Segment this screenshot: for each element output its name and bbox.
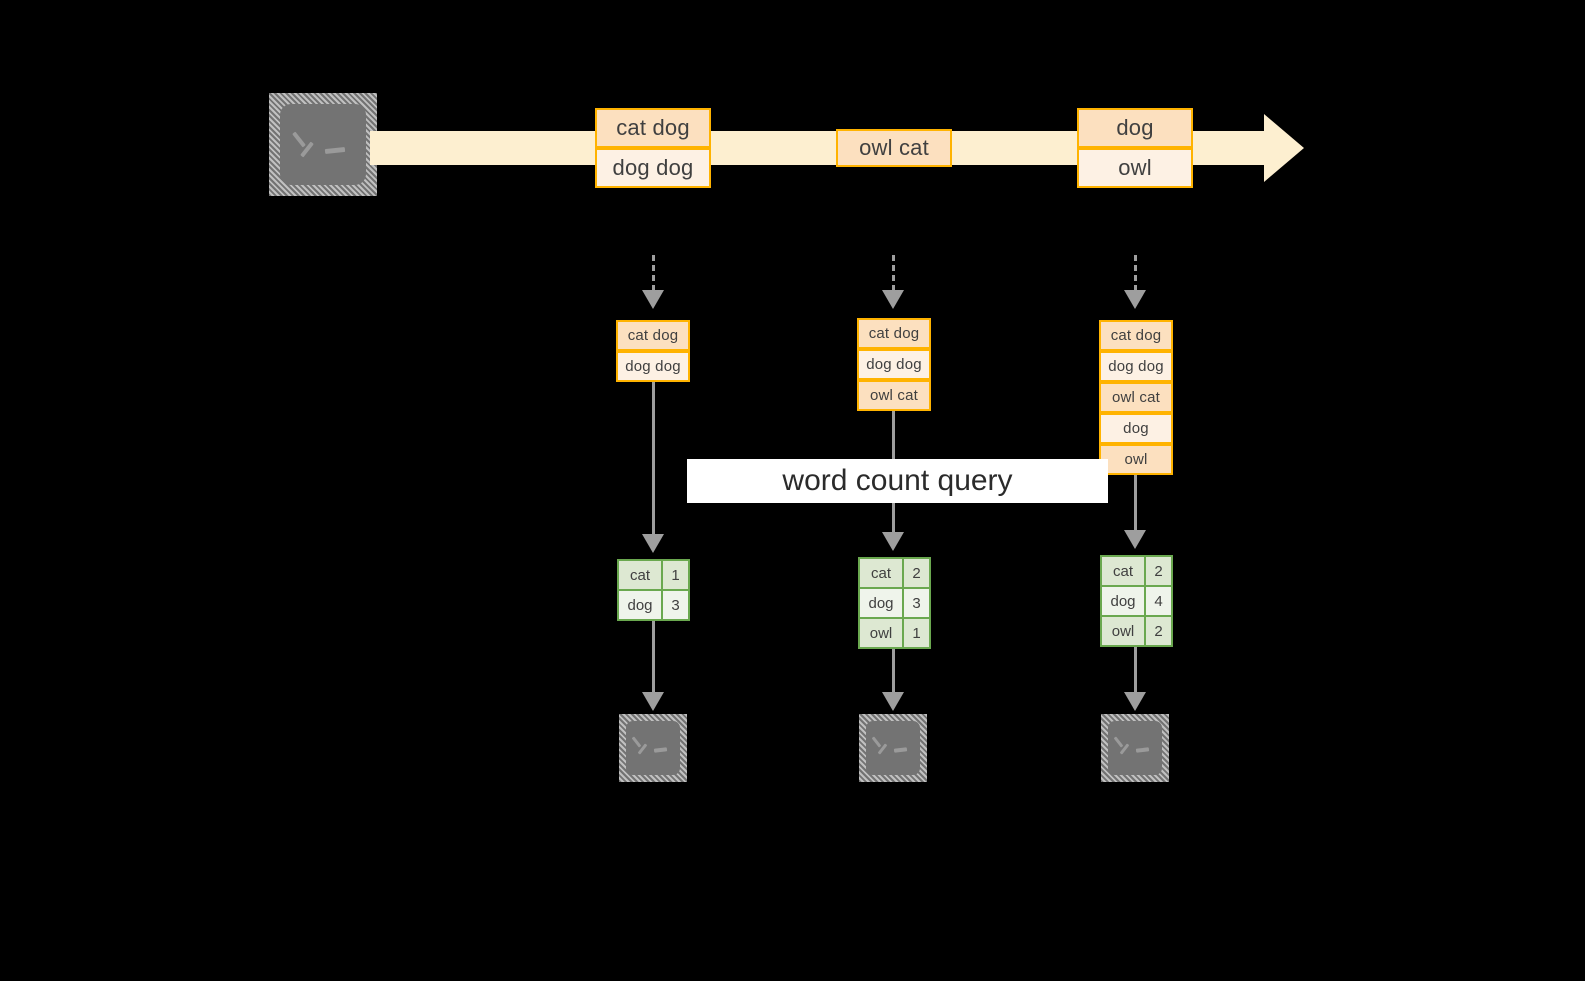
snapshot-2-input-event: cat dog bbox=[857, 318, 931, 349]
snapshot-1-query-arrowhead-icon bbox=[642, 534, 664, 553]
stream-event: dog bbox=[1077, 108, 1193, 148]
stream-event: dog dog bbox=[595, 148, 711, 188]
snapshot-2-result-table: cat 2 dog 3 owl 1 bbox=[858, 557, 931, 649]
snapshot-3-sink-connector bbox=[1134, 647, 1137, 693]
snapshot-3-result-table: cat 2 dog 4 owl 2 bbox=[1100, 555, 1173, 647]
terminal-prompt-underscore-icon bbox=[893, 747, 908, 753]
terminal-prompt-underscore-icon bbox=[653, 747, 668, 753]
stream-event-label: dog bbox=[1116, 115, 1154, 140]
result-word: dog bbox=[1102, 587, 1146, 615]
snapshot-2-sink-arrowhead-icon bbox=[882, 692, 904, 711]
snapshot-3-input-event-label: dog dog bbox=[1108, 358, 1164, 375]
query-label: word count query bbox=[782, 464, 1013, 497]
snapshot-3-input-event: owl bbox=[1099, 444, 1173, 475]
terminal-prompt-underscore-icon bbox=[324, 146, 346, 155]
table-row: owl 2 bbox=[1102, 617, 1171, 645]
snapshot-1-input-event-label: cat dog bbox=[627, 327, 679, 344]
stream-event: owl bbox=[1077, 148, 1193, 188]
stream-event-label: owl bbox=[1118, 155, 1152, 180]
result-count: 4 bbox=[1146, 587, 1171, 615]
table-row: dog 4 bbox=[1102, 587, 1171, 617]
result-word: dog bbox=[619, 591, 663, 619]
snapshot-2-query-arrowhead-icon bbox=[882, 532, 904, 551]
stream-event: cat dog bbox=[595, 108, 711, 148]
snapshot-1-sink-connector bbox=[652, 621, 655, 693]
result-word: cat bbox=[860, 559, 904, 587]
snapshot-3-query-arrowhead-icon bbox=[1124, 530, 1146, 549]
result-count: 1 bbox=[904, 619, 929, 647]
snapshot-1-sink-arrowhead-icon bbox=[642, 692, 664, 711]
result-word: cat bbox=[619, 561, 663, 589]
snapshot-2-sink-terminal-icon bbox=[859, 714, 927, 782]
terminal-prompt-chevron-icon bbox=[631, 734, 651, 756]
snapshot-1-query-connector bbox=[652, 382, 655, 535]
stream-event: owl cat bbox=[836, 129, 952, 167]
snapshot-3-input-event: owl cat bbox=[1099, 382, 1173, 413]
table-row: cat 1 bbox=[619, 561, 688, 591]
result-word: owl bbox=[1102, 617, 1146, 645]
snapshot-3-input-event-label: dog bbox=[1123, 420, 1149, 437]
snapshot-1-result-table: cat 1 dog 3 bbox=[617, 559, 690, 621]
result-word: dog bbox=[860, 589, 904, 617]
stream-event-label: dog dog bbox=[612, 155, 694, 180]
table-row: owl 1 bbox=[860, 619, 929, 647]
snapshot-1-input-event-label: dog dog bbox=[625, 358, 681, 375]
snapshot-3-input-event-label: owl cat bbox=[1111, 389, 1161, 406]
table-row: cat 2 bbox=[860, 559, 929, 589]
snapshot-1-input-event: cat dog bbox=[616, 320, 690, 351]
snapshot-3-trigger-arrowhead-icon bbox=[1124, 290, 1146, 309]
snapshot-2-trigger-connector bbox=[892, 255, 895, 291]
snapshot-3-input-event-label: cat dog bbox=[1110, 327, 1162, 344]
snapshot-3-input-event: cat dog bbox=[1099, 320, 1173, 351]
snapshot-3-input-event: dog dog bbox=[1099, 351, 1173, 382]
table-row: cat 2 bbox=[1102, 557, 1171, 587]
query-label-band: word count query bbox=[687, 459, 1108, 503]
terminal-prompt-chevron-icon bbox=[871, 734, 891, 756]
snapshot-1-trigger-arrowhead-icon bbox=[642, 290, 664, 309]
snapshot-3-trigger-connector bbox=[1134, 255, 1137, 291]
snapshot-2-input-event-label: owl cat bbox=[869, 387, 919, 404]
snapshot-1-trigger-connector bbox=[652, 255, 655, 291]
snapshot-2-input-event-label: cat dog bbox=[868, 325, 920, 342]
result-count: 1 bbox=[663, 561, 688, 589]
snapshot-2-trigger-arrowhead-icon bbox=[882, 290, 904, 309]
stream-arrow-head-icon bbox=[1264, 114, 1304, 182]
snapshot-3-query-connector bbox=[1134, 475, 1137, 531]
source-terminal-icon bbox=[269, 93, 377, 196]
stream-event-label: cat dog bbox=[616, 115, 690, 140]
snapshot-2-input-event-label: dog dog bbox=[866, 356, 922, 373]
result-count: 3 bbox=[663, 591, 688, 619]
result-count: 2 bbox=[1146, 557, 1171, 585]
terminal-prompt-chevron-icon bbox=[1113, 734, 1133, 756]
snapshot-3-input-event-label: owl bbox=[1124, 451, 1148, 468]
table-row: dog 3 bbox=[619, 591, 688, 619]
snapshot-3-sink-arrowhead-icon bbox=[1124, 692, 1146, 711]
result-word: owl bbox=[860, 619, 904, 647]
result-count: 3 bbox=[904, 589, 929, 617]
table-row: dog 3 bbox=[860, 589, 929, 619]
result-count: 2 bbox=[1146, 617, 1171, 645]
terminal-prompt-chevron-icon bbox=[292, 127, 319, 158]
snapshot-1-input-event: dog dog bbox=[616, 351, 690, 382]
snapshot-3-sink-terminal-icon bbox=[1101, 714, 1169, 782]
snapshot-2-input-event: dog dog bbox=[857, 349, 931, 380]
snapshot-2-sink-connector bbox=[892, 649, 895, 693]
snapshot-3-input-event: dog bbox=[1099, 413, 1173, 444]
result-word: cat bbox=[1102, 557, 1146, 585]
terminal-prompt-underscore-icon bbox=[1135, 747, 1150, 753]
stream-event-label: owl cat bbox=[859, 135, 929, 160]
snapshot-1-sink-terminal-icon bbox=[619, 714, 687, 782]
result-count: 2 bbox=[904, 559, 929, 587]
snapshot-2-input-event: owl cat bbox=[857, 380, 931, 411]
